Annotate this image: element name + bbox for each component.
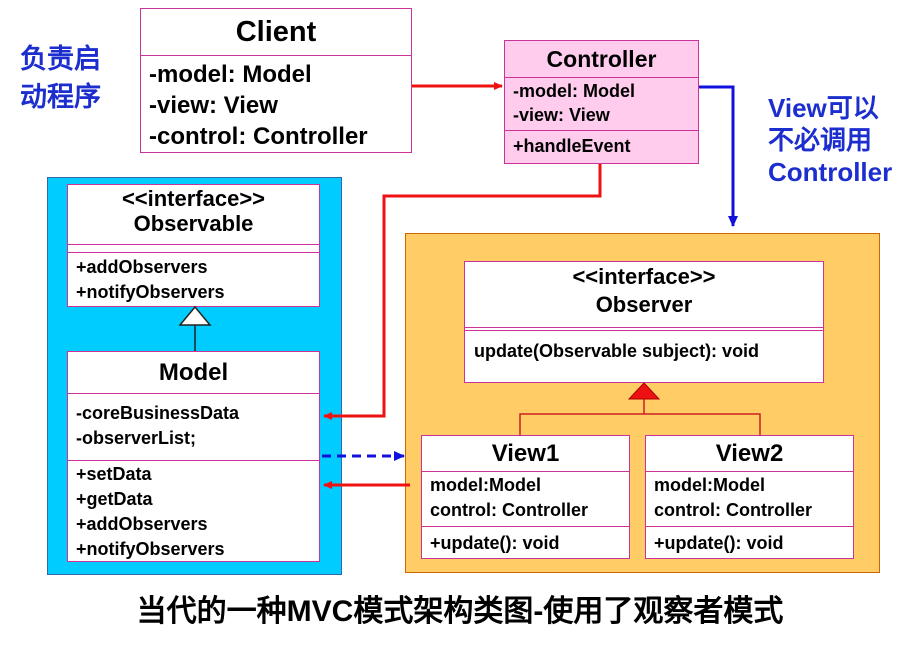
client-attribute: -model: Model — [149, 61, 312, 88]
controller-to-view-arrow — [699, 85, 738, 227]
controller-note-line: View可以 — [768, 93, 879, 123]
client-class: Client -model: Model -view: View -contro… — [140, 8, 412, 153]
observable-method: +notifyObservers — [76, 282, 225, 302]
view2-attributes: model:Model control: Controller — [646, 471, 853, 523]
controller-note-line: 不必调用 — [768, 125, 873, 155]
observable-realization-triangle — [178, 305, 212, 326]
observer-title: Observer — [595, 292, 693, 317]
controller-class: Controller -model: Model -view: View +ha… — [504, 40, 699, 164]
model-attribute: -observerList; — [76, 428, 197, 448]
view2-attribute: control: Controller — [654, 500, 812, 520]
observer-generalization-branches — [519, 413, 761, 435]
view1-methods: +update(): void — [422, 526, 629, 560]
model-method: +addObservers — [76, 514, 208, 534]
observer-interface: <<interface>> Observer update(Observable… — [464, 261, 824, 383]
view2-class: View2 model:Model control: Controller +u… — [645, 435, 854, 559]
view2-methods: +update(): void — [646, 526, 853, 560]
model-method: +notifyObservers — [76, 539, 225, 559]
observable-title: Observable — [133, 211, 254, 236]
view2-method: +update(): void — [654, 533, 784, 553]
model-attributes: -coreBusinessData -observerList; — [68, 393, 319, 451]
controller-method: +handleEvent — [513, 136, 631, 156]
controller-note-line: Controller — [768, 157, 893, 187]
view2-attribute: model:Model — [654, 475, 765, 495]
model-title: Model — [158, 359, 229, 386]
observer-methods-top — [465, 327, 823, 330]
view1-title: View1 — [491, 440, 560, 467]
controller-note: View可以 不必调用 Controller — [768, 92, 892, 188]
controller-attribute: -model: Model — [513, 81, 635, 101]
view1-class: View1 model:Model control: Controller +u… — [421, 435, 630, 559]
client-attributes: -model: Model -view: View -control: Cont… — [141, 55, 411, 152]
observable-stereotype: <<interface>> — [121, 186, 266, 211]
client-attribute: -view: View — [149, 92, 278, 119]
view1-method: +update(): void — [430, 533, 560, 553]
model-class: Model -coreBusinessData -observerList; +… — [67, 351, 320, 562]
client-note: 负责启 动程序 — [20, 40, 101, 116]
controller-title: Controller — [546, 46, 657, 72]
observer-stereotype: <<interface>> — [572, 264, 716, 289]
observable-method: +addObservers — [76, 257, 208, 277]
controller-methods: +handleEvent — [505, 130, 698, 161]
model-method: +setData — [76, 464, 152, 484]
client-note-line: 动程序 — [20, 82, 101, 112]
view2-title: View2 — [715, 440, 784, 467]
model-method: +getData — [76, 489, 153, 509]
client-note-line: 负责启 — [20, 44, 101, 74]
observer-method: update(Observable subject): void — [474, 341, 760, 361]
controller-attributes: -model: Model -view: View — [505, 77, 698, 127]
view1-attributes: model:Model control: Controller — [422, 471, 629, 523]
observer-realization-triangle — [627, 382, 661, 400]
observer-methods: update(Observable subject): void — [465, 330, 823, 371]
model-methods: +setData +getData +addObservers +notifyO… — [68, 460, 319, 562]
diagram-caption: 当代的一种MVC模式架构类图-使用了观察者模式 — [136, 595, 784, 628]
client-title: Client — [235, 16, 317, 48]
model-attribute: -coreBusinessData — [76, 403, 240, 423]
observable-interface: <<interface>> Observable +addObservers +… — [67, 184, 320, 307]
controller-attribute: -view: View — [513, 105, 610, 125]
client-attribute: -control: Controller — [149, 123, 368, 150]
controller-to-model-arrow — [323, 164, 602, 420]
observable-methods: +addObservers +notifyObservers — [68, 252, 319, 305]
view1-attribute: model:Model — [430, 475, 541, 495]
view1-attribute: control: Controller — [430, 500, 588, 520]
observable-methods-top — [68, 244, 319, 252]
